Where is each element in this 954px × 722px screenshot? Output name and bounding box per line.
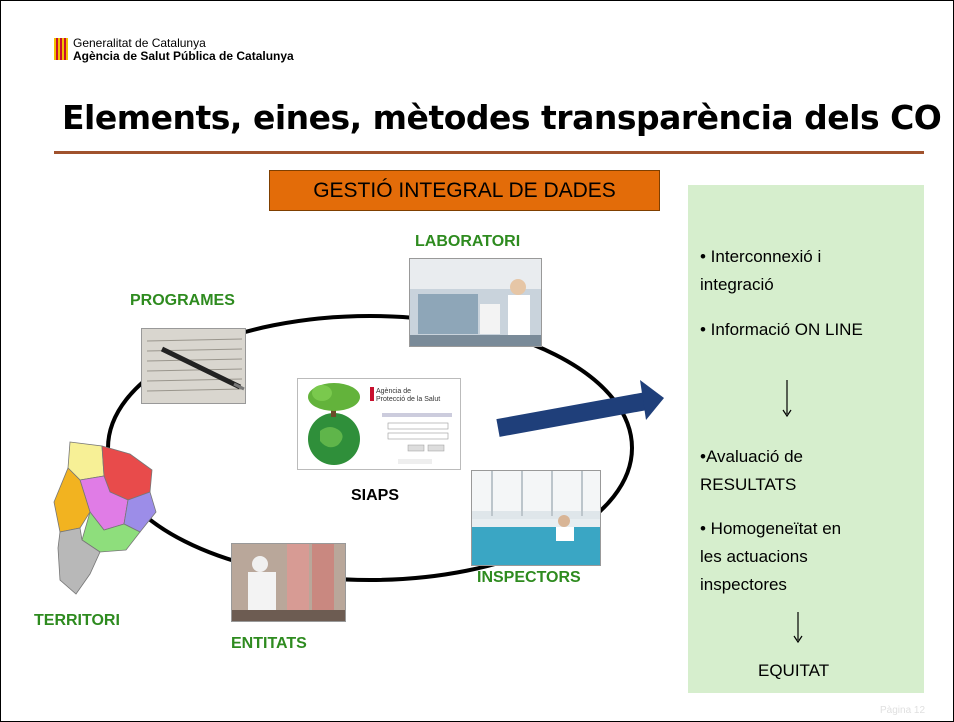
catalan-flag-icon	[54, 38, 68, 60]
panel-item-homogeneitat-line3: inspectores	[700, 575, 787, 594]
node-label-inspectors: INSPECTORS	[477, 569, 581, 586]
panel-result-equitat: EQUITAT	[758, 661, 830, 680]
panel-item-avaluacio-line1: •Avaluació de	[700, 447, 803, 466]
org-name-line1: Generalitat de Catalunya	[73, 36, 206, 50]
siaps-screenshot: Agència de Protecció de la Salut	[297, 378, 461, 470]
node-label-entitats: ENTITATS	[231, 635, 307, 652]
node-label-territori: TERRITORI	[34, 612, 120, 629]
node-label-laboratori: LABORATORI	[415, 233, 521, 250]
page-number: Pàgina 12	[880, 705, 926, 716]
inspectors-photo	[471, 470, 601, 566]
panel-item-interconnexio-line1: • Interconnexió i	[700, 247, 822, 266]
benefits-panel	[688, 185, 924, 693]
siaps-label: SIAPS	[351, 487, 400, 504]
svg-text:Protecció de la Salut: Protecció de la Salut	[376, 396, 440, 403]
entitats-photo	[231, 543, 346, 622]
panel-item-interconnexio-line2: integració	[700, 275, 774, 294]
down-arrow-icon	[782, 380, 792, 418]
territori-map	[53, 441, 157, 595]
title-divider	[54, 151, 924, 154]
panel-item-avaluacio-line2: RESULTATS	[700, 475, 797, 494]
data-management-banner: GESTIÓ INTEGRAL DE DADES	[269, 170, 660, 211]
node-label-programes: PROGRAMES	[130, 292, 235, 309]
org-name-line2: Agència de Salut Pública de Catalunya	[73, 49, 294, 63]
siaps-org-text: Agència de	[376, 388, 411, 395]
panel-item-homogeneitat-line2: les actuacions	[700, 547, 808, 566]
down-arrow-icon	[793, 612, 803, 644]
result-arrow-head	[640, 380, 664, 420]
result-arrow-shaft	[496, 391, 654, 437]
laboratori-photo	[409, 258, 542, 347]
programes-photo	[141, 328, 246, 404]
slide-title: Elements, eines, mètodes transparència d…	[62, 98, 942, 137]
panel-item-homogeneitat-line1: • Homogeneïtat en	[700, 519, 842, 538]
panel-item-online: • Informació ON LINE	[700, 320, 863, 339]
